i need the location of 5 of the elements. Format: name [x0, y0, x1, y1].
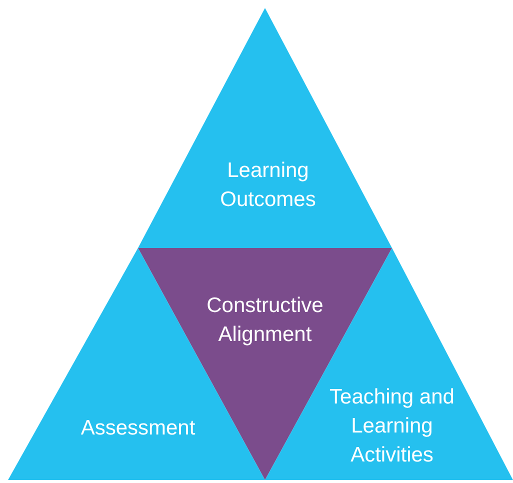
segment-label: Teaching and Learning Activities [328, 384, 456, 468]
triangle-segment [138, 8, 392, 248]
segment-label: Constructive Alignment [206, 293, 324, 348]
segment-label: Learning Outcomes [219, 158, 317, 213]
segment-label: Assessment [80, 416, 196, 442]
